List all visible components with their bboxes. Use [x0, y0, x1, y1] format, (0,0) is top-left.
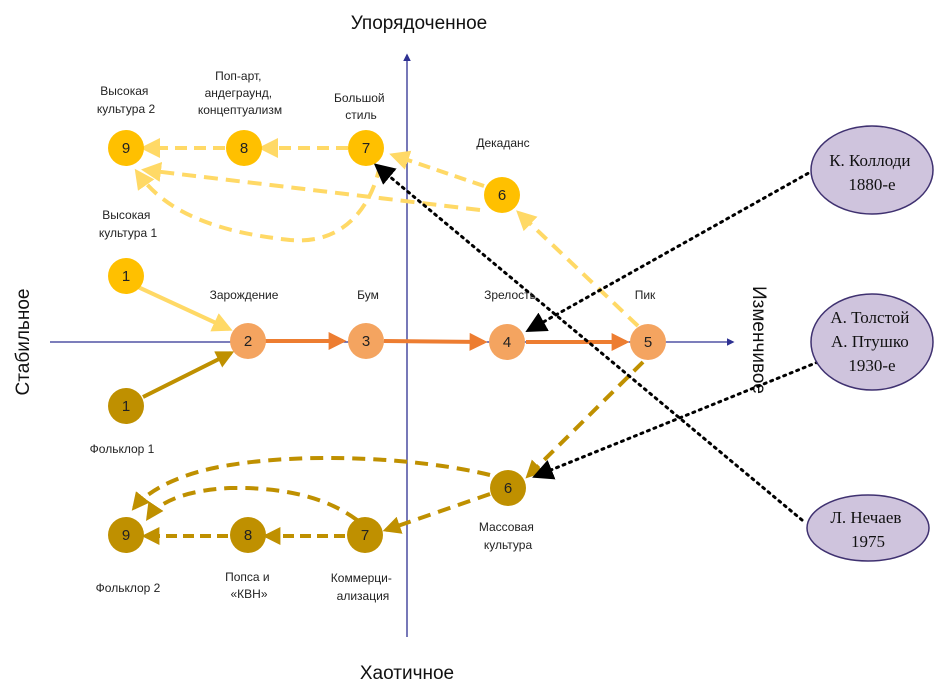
node-core-5: 5: [630, 324, 666, 360]
author-collodi-text: К. Коллоди 1880-е: [829, 151, 915, 194]
label-zarozhdenie: Зарождение: [210, 288, 279, 302]
label-folklore-1: Фольклор 1: [90, 442, 155, 456]
label-high-culture-2: Высокая культура 2: [97, 84, 156, 116]
author-tolstoy-ptushko: А. Толстой А. Птушко 1930-е: [810, 293, 934, 391]
label-grand-style: Большой стиль: [334, 91, 388, 122]
node-number: 7: [361, 527, 369, 544]
arrow-6-to-7-mass: [382, 492, 491, 534]
node-folk-1: 1: [108, 388, 144, 424]
node-number: 1: [122, 268, 130, 285]
node-high-6: 6: [484, 177, 520, 213]
axis-label-right: Изменчивое: [748, 286, 769, 394]
node-number: 3: [362, 333, 370, 350]
label-bum: Бум: [357, 288, 379, 302]
node-number: 4: [503, 334, 511, 351]
arrow-5-to-6-mass: [525, 360, 645, 479]
node-high-8: 8: [226, 130, 262, 166]
node-mass-6: 6: [490, 470, 526, 506]
arrow-6-to-9-curve-mass: [131, 455, 491, 511]
label-high-culture-1: Высокая культура 1: [99, 208, 158, 240]
node-number: 2: [244, 333, 252, 350]
label-popart: Поп-арт, андеграунд, концептуализм: [198, 69, 282, 117]
arrow-6-to-9-high: [141, 161, 481, 212]
label-dekadans: Декаданс: [476, 136, 529, 150]
node-core-2: 2: [230, 323, 266, 359]
node-number: 7: [362, 140, 370, 157]
link-tolstoy-to-6: [532, 360, 820, 480]
author-nechaev: Л. Нечаев 1975: [806, 494, 930, 562]
node-core-3: 3: [348, 323, 384, 359]
arrow-7-to-9-curve-high: [134, 164, 382, 243]
node-mass-8: 8: [230, 517, 266, 553]
node-number: 6: [504, 480, 512, 497]
arrow-7-to-9-curve-mass: [146, 485, 359, 522]
author-tolstoy-text: А. Толстой А. Птушко 1930-е: [830, 308, 913, 375]
link-nechaev-to-7: [373, 163, 804, 522]
arrow-3-to-4: [383, 332, 488, 351]
node-high-7: 7: [348, 130, 384, 166]
author-collodi: К. Коллоди 1880-е: [810, 125, 934, 215]
link-collodi-to-4: [525, 168, 816, 333]
node-mass-7: 7: [347, 517, 383, 553]
arrow-6-to-7-high: [389, 150, 485, 188]
node-core-4: 4: [489, 324, 525, 360]
node-number: 5: [644, 334, 652, 351]
node-number: 9: [122, 527, 130, 544]
label-mass-culture: Массовая культура: [479, 520, 537, 552]
axis-label-top: Упорядоченное: [351, 13, 488, 34]
label-popsa-kvn: Попса и «КВН»: [225, 570, 273, 601]
node-number: 8: [240, 140, 248, 157]
axis-label-bottom: Хаотичное: [360, 663, 454, 684]
label-pik: Пик: [635, 288, 656, 302]
node-mass-9: 9: [108, 517, 144, 553]
axis-label-left: Стабильное: [13, 289, 34, 396]
label-zrelost: Зрелость: [484, 288, 536, 302]
node-number: 6: [498, 187, 506, 204]
arrow-1-to-2-high: [137, 285, 233, 332]
arrow-1-to-2-folk: [142, 351, 235, 399]
label-commercialization: Коммерци- ализация: [331, 571, 395, 603]
node-high-9: 9: [108, 130, 144, 166]
arrow-5-to-6-high: [516, 210, 640, 328]
node-high-1: 1: [108, 258, 144, 294]
node-number: 8: [244, 527, 252, 544]
author-nechaev-text: Л. Нечаев 1975: [830, 508, 905, 551]
label-folklore-2: Фольклор 2: [96, 581, 161, 595]
node-number: 1: [122, 398, 130, 415]
node-number: 9: [122, 140, 130, 157]
